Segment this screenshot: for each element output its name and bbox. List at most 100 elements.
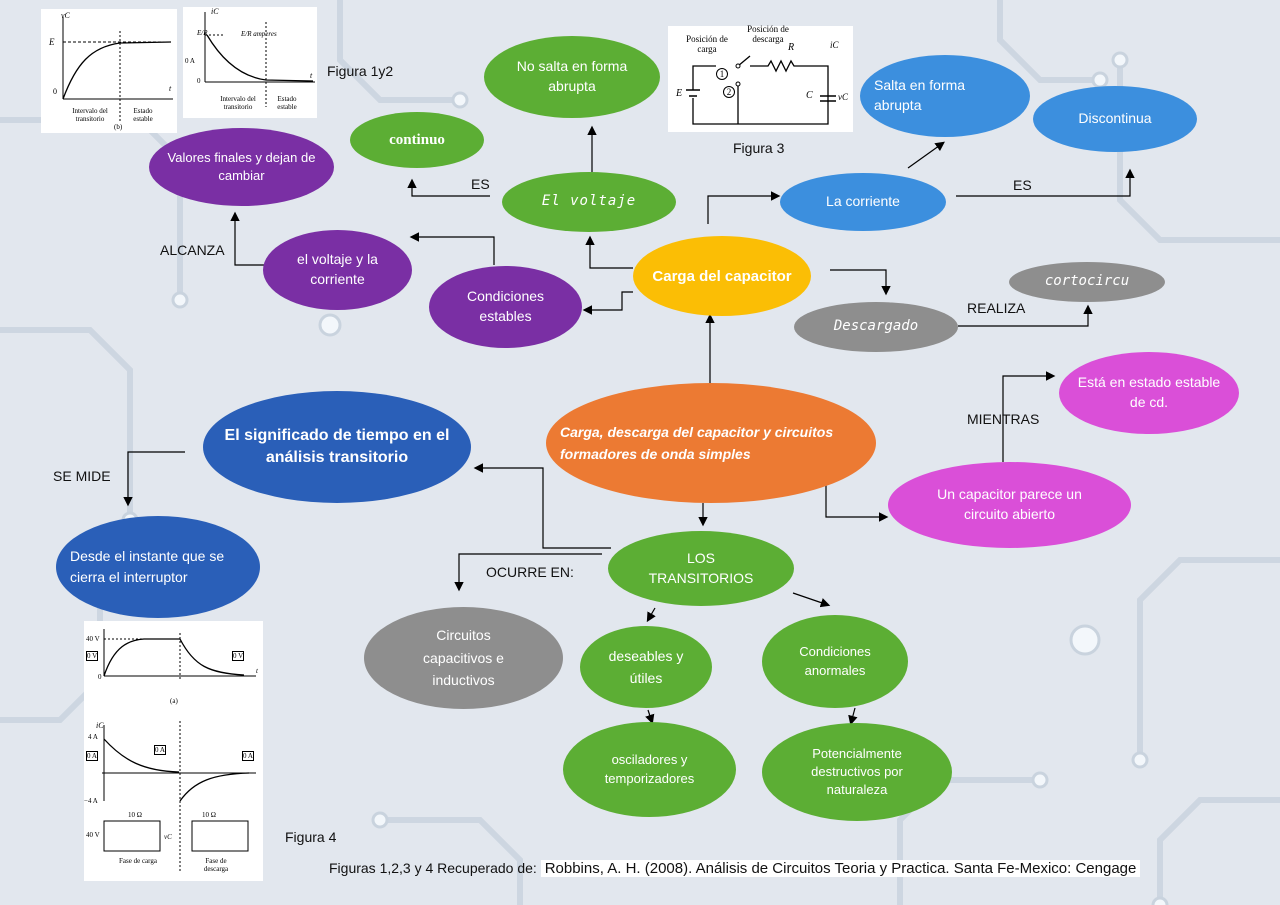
node-significado-text: El significado de tiempo en el análisis … [224, 427, 450, 466]
fig3-pos-carga: Posición de carga [686, 34, 728, 54]
node-salta-text: Salta en forma abrupta [874, 77, 966, 113]
fig1-estado: Estado estable [133, 107, 153, 123]
fig1-panel: (b) [114, 123, 123, 131]
arrow-significado-desde [123, 451, 185, 507]
fig1-t: t [169, 84, 172, 93]
fig3-e: E [676, 88, 683, 99]
label-mientras: MIENTRAS [967, 411, 1040, 427]
arrow-transitorios-circuitos [454, 553, 602, 592]
fig3-ic: iC [830, 40, 839, 50]
arrow-carga-descargado [830, 269, 891, 296]
node-deseables: deseables y útiles [580, 626, 712, 708]
node-desde-instante: Desde el instante que se cierra el inter… [56, 516, 260, 618]
label-se-mide: SE MIDE [53, 468, 111, 484]
figure-2-current-curve: iC E/R E/R amperes 0 A 0 t Intervalo del… [183, 7, 317, 118]
arrow-voltaje-continuo [407, 178, 490, 197]
node-continuo-text: continuo [389, 131, 445, 148]
footer-prefix: Figuras 1,2,3 y 4 Recuperado de: [329, 860, 537, 876]
arrow-corriente-salta [907, 141, 945, 169]
node-circuitos-text: Circuitos capacitivos e inductivos [423, 627, 504, 689]
fig4-panel: (a) [170, 697, 178, 705]
fig4-am4: −4 A [84, 797, 98, 805]
fig4-a0: 0 A [86, 751, 98, 761]
arrow-deseables-osciladores [645, 709, 655, 725]
fig4-fase-carga: Fase de carga [119, 857, 157, 865]
arrow-carga-voltaje [585, 235, 633, 269]
node-los-transitorios: LOS TRANSITORIOS [608, 531, 794, 606]
node-potencialmente: Potencialmente destructivos por naturale… [762, 723, 952, 821]
fig4-a0b: 0 A [154, 745, 166, 755]
node-la-corriente: La corriente [780, 173, 946, 231]
fig4-v0b: 0 V [232, 651, 245, 661]
arrow-center-significado [473, 463, 611, 549]
arrow-carga-corriente [707, 191, 781, 224]
node-desde-instante-text: Desde el instante que se cierra el inter… [70, 548, 225, 585]
node-el-voltaje-text: El voltaje [541, 193, 637, 210]
fig4-r10: 10 Ω [128, 811, 142, 819]
figure-4-charge-discharge: 40 V 0 V 0 V 0 t (a) iC 4 A 0 A 0 A 0 A … [84, 621, 263, 881]
arrow-transitorios-anormales [792, 592, 831, 608]
node-el-voltaje: El voltaje [502, 172, 676, 232]
node-condiciones-estables-text: Condiciones estables [466, 288, 545, 324]
node-condiciones-anormales: Condiciones anormales [762, 615, 908, 708]
label-es-voltaje: ES [471, 176, 490, 192]
fig2-e-r-amp: E/R amperes [241, 30, 277, 38]
arrow-carga-condiciones [582, 291, 633, 315]
caption-figura-4: Figura 4 [285, 829, 337, 845]
fig4-fase-descarga: Fase de descarga [203, 857, 229, 873]
fig1-v-label: vC [61, 11, 70, 20]
node-transitorios-text: LOS TRANSITORIOS [648, 549, 754, 586]
fig2-interval: Intervalo del transitorio [220, 95, 256, 111]
fig2-estado: Estado estable [277, 95, 297, 111]
node-condiciones-estables: Condiciones estables [429, 266, 582, 348]
node-esta-estado-text: Está en estado estable de cd. [1077, 374, 1221, 410]
node-cortocircu: cortocircu [1009, 262, 1165, 302]
node-no-salta-text: No salta en forma abrupta [516, 58, 628, 94]
label-realiza: REALIZA [967, 300, 1026, 316]
label-es-corriente: ES [1013, 177, 1032, 193]
fig2-i-label: iC [211, 7, 219, 16]
fig3-two: 2 [723, 86, 735, 98]
fig2-zero-a: 0 A [185, 57, 195, 65]
fig4-r10b: 10 Ω [202, 811, 216, 819]
fig4-v40: 40 V [86, 635, 100, 643]
node-deseables-text: deseables y útiles [608, 647, 684, 686]
node-valores-finales: Valores finales y dejan de cambiar [149, 128, 334, 206]
arrow-corriente-discontinua [956, 168, 1135, 197]
node-osciladores: osciladores y temporizadores [563, 722, 736, 817]
caption-figura-1y2: Figura 1y2 [327, 63, 394, 79]
arrow-capacitor-esta [1002, 371, 1056, 462]
arrow-transitorios-deseables [646, 607, 656, 623]
node-voltaje-corriente-text: el voltaje y la corriente [297, 251, 378, 287]
node-center-topic: Carga, descarga del capacitor y circuito… [546, 383, 876, 503]
node-circuitos-capacitivos: Circuitos capacitivos e inductivos [364, 607, 563, 709]
arrow-descargado-cortocircu [958, 304, 1093, 327]
node-significado-tiempo: El significado de tiempo en el análisis … [203, 391, 471, 503]
fig2-e-r: E/R [197, 29, 208, 37]
fig1-zero: 0 [53, 87, 57, 96]
fig4-a4: 4 A [88, 733, 98, 741]
fig3-one: 1 [716, 68, 728, 80]
fig3-c: C [806, 90, 813, 101]
figure-1-voltage-curve: vC E 0 t Intervalo del transitorio Estad… [41, 9, 177, 133]
fig3-vc: vC [838, 92, 848, 102]
footer-reference: Figuras 1,2,3 y 4 Recuperado de: Robbins… [329, 860, 1141, 877]
fig4-vc: vC [164, 833, 172, 841]
node-center-text: Carga, descarga del capacitor y circuito… [560, 423, 834, 462]
node-osciladores-text: osciladores y temporizadores [604, 752, 695, 786]
fig3-pos-descarga: Posición de descarga [747, 24, 789, 44]
node-descargado: Descargado [794, 302, 958, 352]
node-no-salta: No salta en forma abrupta [484, 36, 660, 118]
node-salta-abrupta: Salta en forma abrupta [860, 55, 1030, 137]
fig4-v0: 0 V [86, 651, 99, 661]
fig4-zero: 0 [98, 673, 102, 681]
node-potencialmente-text: Potencialmente destructivos por naturale… [811, 745, 903, 798]
node-discontinua: Discontinua [1033, 86, 1197, 152]
node-capacitor-abierto: Un capacitor parece un circuito abierto [888, 462, 1131, 548]
fig2-t: t [310, 71, 313, 80]
arrow-vc-valores [230, 211, 265, 266]
node-esta-estado: Está en estado estable de cd. [1059, 352, 1239, 434]
figure-3-circuit: Posición de carga Posición de descarga R… [668, 24, 853, 132]
fig3-r: R [788, 42, 795, 53]
